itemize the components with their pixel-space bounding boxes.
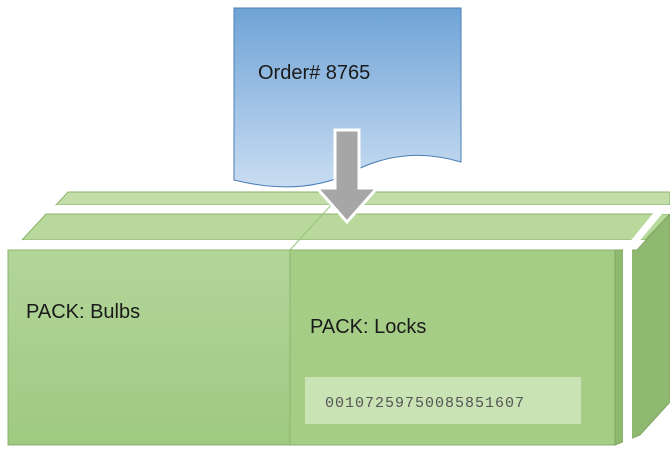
side-tape-band-top xyxy=(623,205,670,250)
pack-locks: PACK: Locks 00107259750085851607 xyxy=(289,249,616,446)
down-arrow-shape xyxy=(313,128,381,225)
order-label: Order# 8765 xyxy=(258,62,370,84)
lid-front-tape-band xyxy=(10,240,645,250)
box-side xyxy=(614,205,670,446)
pack-bulbs: PACK: Bulbs xyxy=(7,249,291,446)
barcode-number: 00107259750085851607 xyxy=(325,395,525,412)
down-arrow-icon xyxy=(313,128,381,225)
pack-locks-label: PACK: Locks xyxy=(310,316,426,338)
side-tape-band xyxy=(623,250,632,444)
barcode-label-background xyxy=(305,377,581,424)
pack-bulbs-front xyxy=(7,249,291,446)
pack-bulbs-label: PACK: Bulbs xyxy=(26,301,140,323)
